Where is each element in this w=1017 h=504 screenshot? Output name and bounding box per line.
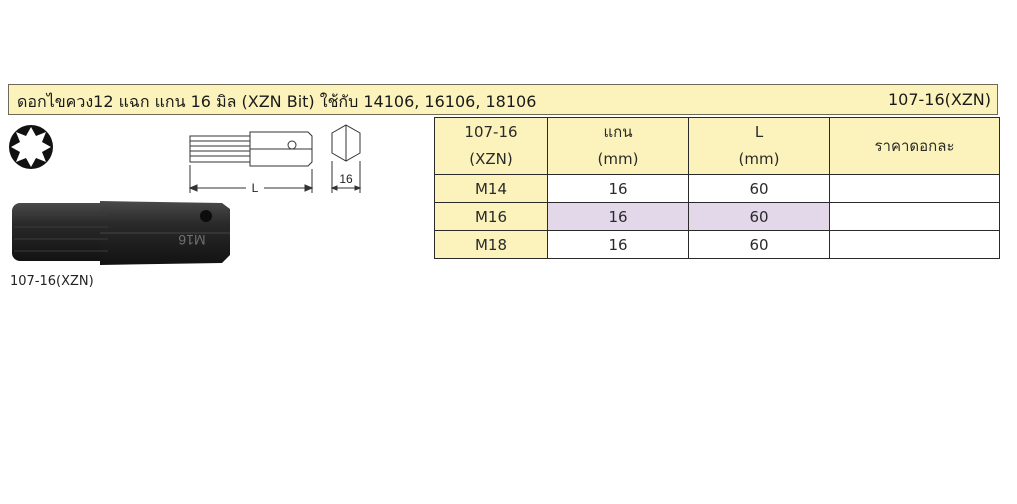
header-shank-line1: แกน [603,123,633,141]
spec-table: 107-16 (XZN) แกน (mm) L (mm) ราคาดอกละ M… [434,117,1000,259]
hex-dimension-label: 16 [339,172,353,186]
price-cell [829,174,1000,203]
price-cell [829,202,1000,231]
length-cell: 60 [688,230,830,259]
size-cell: M14 [434,174,548,203]
bit-marking-text: M16 [178,232,205,248]
product-code: 107-16(XZN) [887,90,991,109]
size-cell: M18 [434,230,548,259]
shank-cell: 16 [547,174,689,203]
shank-cell: 16 [547,230,689,259]
header-length-line2: (mm) [738,150,780,168]
twelve-point-spline-icon [9,125,53,169]
shank-cell: 16 [547,202,689,231]
price-cell [829,230,1000,259]
length-cell: 60 [688,202,830,231]
header-cell-length: L (mm) [688,117,830,175]
product-header-bar: ดอกไขควง12 แฉก แกน 16 มิล (XZN Bit) ใช้ก… [8,84,998,115]
header-model-line1: 107-16 [464,123,518,141]
table-row: M16 16 60 [434,202,1000,231]
header-cell-shank: แกน (mm) [547,117,689,175]
table-row: M14 16 60 [434,174,1000,203]
size-cell: M16 [434,202,548,231]
header-length-line1: L [754,123,764,141]
table-header-row: 107-16 (XZN) แกน (mm) L (mm) ราคาดอกละ [434,117,1000,175]
length-dimension-label: L [252,181,259,195]
header-cell-model: 107-16 (XZN) [434,117,548,175]
bit-technical-drawing [188,124,362,193]
header-model-line2: (XZN) [469,150,513,168]
header-cell-price: ราคาดอกละ [829,117,1000,175]
table-row: M18 16 60 [434,230,1000,259]
product-caption: 107-16(XZN) [10,274,94,289]
product-title: ดอกไขควง12 แฉก แกน 16 มิล (XZN Bit) ใช้ก… [17,92,537,111]
bit-product-photo: M16 [12,201,230,265]
product-drawing: L 16 M16 [9,124,362,265]
header-shank-line2: (mm) [597,150,639,168]
length-cell: 60 [688,174,830,203]
